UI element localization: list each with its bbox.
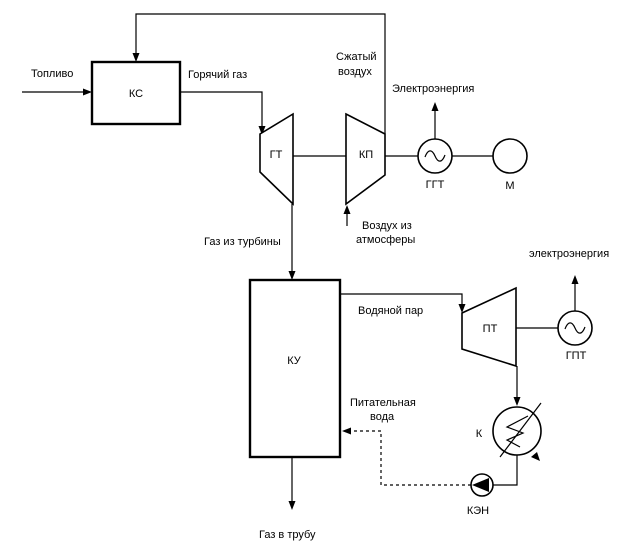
steam-turbine-label: ПТ (483, 323, 498, 335)
ac-symbol-icon (424, 150, 446, 162)
fuel-label: Топливо (31, 68, 73, 80)
steam-line (340, 293, 466, 313)
gas-to-stack-line (288, 457, 296, 510)
electricity-gt-label: Электроэнергия (392, 83, 474, 95)
heat-recovery-boiler-label: КУ (287, 355, 302, 367)
air-intake-label-1: Воздух из (362, 220, 412, 232)
steam-label: Водяной пар (358, 305, 423, 317)
condensate-pump-label: КЭН (467, 505, 489, 517)
compressed-air-label-1: Сжатый (336, 51, 377, 63)
air-compressor-label: КП (359, 149, 373, 161)
hot-gas-line (180, 91, 266, 135)
gas-to-stack-label: Газ в трубу (259, 529, 316, 541)
steam-turbine-generator (557, 310, 593, 346)
ac-symbol-icon (564, 322, 586, 334)
electricity-pt-line (571, 275, 579, 311)
turbine-gas-line (288, 204, 296, 280)
air-intake-line (343, 205, 351, 226)
electricity-pt-label: электроэнергия (529, 248, 609, 260)
steam-turbine-generator-label: ГПТ (566, 350, 587, 362)
condenser (492, 402, 542, 461)
combustion-chamber (90, 60, 182, 126)
starter-motor-label: М (505, 180, 514, 192)
exhaust-steam-line (513, 366, 521, 406)
hot-gas-label: Горячий газ (188, 69, 247, 81)
combustion-chamber-label: КС (129, 88, 143, 100)
fuel-line (22, 88, 92, 96)
feed-water-label-2: вода (370, 411, 395, 423)
compressed-air-line (132, 13, 386, 134)
condensate-pump (470, 473, 494, 497)
feed-water-line (342, 427, 471, 486)
gas-turbine (259, 112, 294, 206)
air-compressor (345, 112, 386, 206)
gas-turbine-label: ГТ (270, 149, 283, 161)
compressed-air-label-2: воздух (338, 66, 372, 78)
heat-recovery-boiler (248, 278, 342, 459)
gas-turbine-generator (417, 138, 453, 174)
condensate-line (493, 455, 518, 486)
turbine-gas-label: Газ из турбины (204, 236, 281, 248)
feed-water-label-1: Питательная (350, 397, 416, 409)
air-intake-label-2: атмосферы (356, 234, 415, 246)
condenser-label: К (476, 428, 483, 440)
starter-motor (492, 138, 528, 174)
gas-turbine-generator-label: ГГТ (426, 179, 445, 191)
electricity-gt-line (431, 102, 439, 139)
steam-turbine (461, 286, 517, 368)
